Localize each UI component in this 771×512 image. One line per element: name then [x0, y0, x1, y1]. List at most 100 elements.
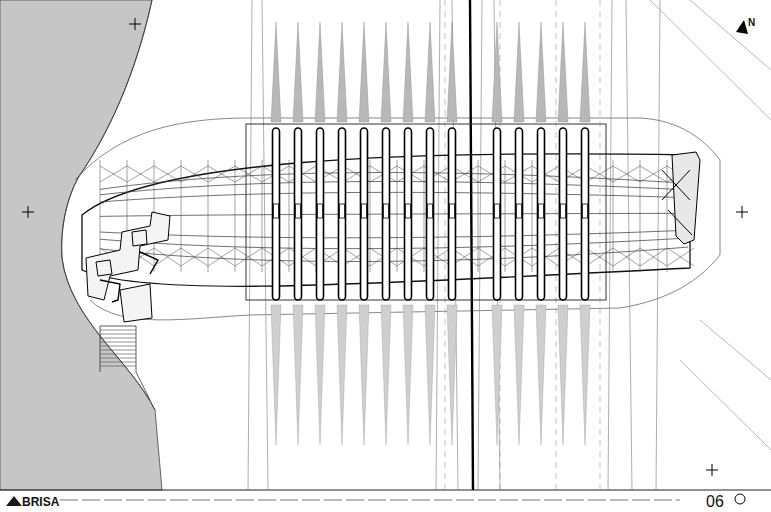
- pylon-shadow: [315, 22, 325, 122]
- deck-frame: [246, 124, 606, 300]
- pylon-shadow: [580, 305, 590, 445]
- logo-mark: [6, 496, 22, 506]
- pylon-joint: [428, 204, 433, 218]
- pylon-joint: [495, 204, 500, 218]
- stair-step: [100, 362, 136, 363]
- site-line: [700, 320, 771, 380]
- stair-step: [100, 330, 136, 331]
- pylon: [427, 128, 434, 300]
- truss-brace: [181, 160, 208, 272]
- pylon-shadow: [381, 305, 391, 445]
- service-building: [86, 212, 170, 300]
- service-building: [96, 260, 112, 276]
- pylon-shadow: [514, 305, 524, 445]
- sheet-number: 06: [706, 494, 724, 510]
- pylon-shadow: [271, 22, 281, 122]
- truss-chord: [100, 230, 688, 238]
- pylon-shadow: [492, 22, 502, 122]
- stair-step: [100, 350, 136, 351]
- pylon-joint: [406, 204, 411, 218]
- pylon-shadow: [536, 305, 546, 445]
- shore-line: [62, 0, 155, 410]
- pylon-shadow: [447, 305, 457, 445]
- truss-brace: [235, 160, 262, 272]
- platform-outline: [75, 118, 720, 320]
- pylon-joint: [296, 204, 301, 218]
- pylon-shadow: [403, 305, 413, 445]
- pylon-shadow: [271, 305, 281, 445]
- company-logo: BRISA: [22, 496, 59, 508]
- pylon-joint: [517, 204, 522, 218]
- pylon-shadow: [359, 22, 369, 122]
- stair-step: [100, 334, 136, 335]
- building-wall: [100, 252, 158, 302]
- lane-line: [608, 0, 612, 490]
- truss-brace: [289, 160, 316, 272]
- pylon-joint: [274, 204, 279, 218]
- pylon-shadow: [381, 22, 391, 122]
- abutment-detail: [662, 170, 692, 235]
- pylon-joint: [318, 204, 323, 218]
- lane-line: [436, 0, 440, 490]
- axis-marker: [736, 206, 748, 218]
- pylon: [405, 128, 412, 300]
- pylon: [361, 128, 368, 300]
- truss-brace: [532, 160, 559, 272]
- title-strip-text-line: [60, 499, 680, 501]
- pylon: [273, 128, 280, 300]
- pylon: [449, 128, 456, 300]
- truss-brace: [586, 160, 613, 272]
- pylon: [383, 128, 390, 300]
- pylon-shadow: [580, 22, 590, 122]
- axis-marker: [22, 206, 34, 218]
- title-strip-line: [0, 490, 771, 491]
- pylon-joint: [583, 204, 588, 218]
- pylon: [317, 128, 324, 300]
- truss-chord: [100, 192, 688, 202]
- truss-chord: [100, 247, 688, 261]
- site-line: [650, 0, 771, 120]
- stamp-symbol: [735, 494, 745, 504]
- stair-step: [100, 342, 136, 343]
- service-building: [120, 284, 152, 322]
- pylon-joint: [539, 204, 544, 218]
- pylon-shadow: [447, 22, 457, 122]
- truss-brace: [613, 160, 640, 272]
- site-line: [690, 0, 771, 70]
- pylon-shadow: [558, 22, 568, 122]
- north-label: N: [748, 18, 755, 28]
- service-building: [132, 230, 147, 246]
- pylon-shadow: [558, 305, 568, 445]
- truss-brace: [208, 160, 235, 272]
- pylon: [494, 128, 501, 300]
- pylon-joint: [384, 204, 389, 218]
- pylon-shadow: [359, 305, 369, 445]
- pylon-shadow: [337, 22, 347, 122]
- truss-chord: [100, 213, 688, 216]
- axis-marker: [706, 464, 718, 476]
- truss-brace: [640, 160, 667, 272]
- pylon-joint: [561, 204, 566, 218]
- lane-line: [262, 0, 268, 490]
- pylon: [582, 128, 589, 300]
- pylon-shadow: [403, 22, 413, 122]
- pylon-shadow: [492, 305, 502, 445]
- axis-line: [470, 0, 473, 490]
- lane-marking: [600, 0, 601, 490]
- land-area: [0, 0, 162, 490]
- stair-step: [100, 354, 136, 355]
- pylon-joint: [450, 204, 455, 218]
- pylon: [339, 128, 346, 300]
- pylon-shadow: [293, 22, 303, 122]
- pylon-shadow: [315, 305, 325, 445]
- lane-line: [248, 0, 252, 490]
- pylon-shadow: [514, 22, 524, 122]
- stair-step: [100, 346, 136, 347]
- pylon-joint: [362, 204, 367, 218]
- pylon-shadow: [293, 305, 303, 445]
- pylon: [516, 128, 523, 300]
- stair-step: [100, 366, 136, 367]
- lane-line: [478, 0, 482, 490]
- abutment: [672, 152, 700, 244]
